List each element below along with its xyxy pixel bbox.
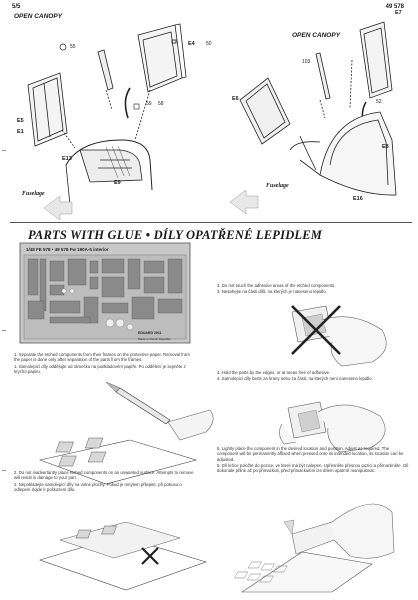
part-number-50: 50 — [206, 41, 212, 47]
fret-title: 1/48 FE 578 • 49 578 Fw 190A-5 interior — [26, 247, 109, 252]
kit-code: 49 578 — [385, 4, 404, 10]
part-label-e6: E6 — [232, 96, 239, 102]
right-section-title: OPEN CANOPY — [292, 32, 341, 39]
edge-mark — [2, 150, 6, 151]
step-3-english: 3. Do not touch the adhesive areas of th… — [217, 283, 336, 288]
fret-maker: EDUARD 2011 — [138, 331, 162, 335]
step-1-english: 1. Separate the etched components from t… — [14, 352, 190, 363]
step-2-english: 2. Do not inadvertantly place etched com… — [14, 470, 194, 481]
part-label-e9: E9 — [114, 180, 121, 186]
step-3-text: 3. Do not touch the adhesive areas of th… — [217, 283, 407, 296]
step-3-czech: 3. Nesahejte na části dílů, na kterých j… — [217, 289, 327, 295]
step-2-czech: 2. Nepokládejte samolepicí díly na volné… — [14, 481, 182, 492]
step-1-czech: 1. Samolepicí díly oddělujte od rámečku … — [14, 363, 186, 374]
fuselage-label-left: Fuselage — [22, 191, 45, 197]
photo-etched-fret: 1/48 FE 578 • 49 578 Fw 190A-5 interior … — [19, 242, 191, 344]
left-section-title: OPEN CANOPY — [14, 13, 63, 20]
right-canopy-diagram — [229, 21, 397, 215]
step-4-text: 4. Hold the parts by the edges, or at ar… — [217, 370, 407, 383]
part-label-e8: E8 — [382, 144, 389, 150]
part-label-e16: E16 — [353, 196, 363, 202]
part-number-52: 52 — [376, 99, 382, 105]
section-divider — [10, 222, 412, 223]
parts-with-glue-banner: PARTS WITH GLUE • DÍLY OPATŘENÉ LEPIDLEM — [28, 228, 323, 242]
part-label-e5: E5 — [17, 118, 24, 124]
part-label-e13: E13 — [62, 156, 72, 162]
edge-mark — [2, 330, 6, 331]
step-2-text: 2. Do not inadvertantly place etched com… — [14, 470, 199, 493]
part-number-55: 55 — [70, 44, 76, 50]
part-number-58: 58 — [158, 101, 164, 107]
step-4-english: 4. Hold the parts by the edges, or at ar… — [217, 370, 331, 375]
part-label-e7: E7 — [395, 10, 402, 16]
step-4-czech: 4. Samolepicí díly berte za hrany nebo z… — [217, 376, 373, 382]
part-label-e1: E1 — [17, 129, 24, 135]
left-canopy-diagram — [27, 23, 187, 221]
step-5-czech: 5. Díl lehce položte do pozice, ve které… — [217, 462, 409, 474]
step-5-illustration — [234, 503, 395, 593]
step-5-text: 5. Lightly place the component in the de… — [217, 446, 409, 474]
step-1-text: 1. Separate the etched components from t… — [14, 352, 196, 375]
part-number-59: 59 — [146, 101, 152, 107]
edge-mark — [2, 470, 6, 471]
fret-made-in: Made in Czech Republic — [138, 337, 171, 341]
step-5-english: 5. Lightly place the component in the de… — [217, 446, 404, 462]
part-number-103: 103 — [302, 59, 311, 65]
step-1-illustration — [38, 381, 214, 485]
fuselage-label-right: Fuselage — [266, 183, 289, 189]
page-number: 5/5 — [12, 4, 21, 10]
step-4-illustration — [279, 401, 386, 453]
part-label-e4: E4 — [188, 41, 195, 47]
step-3-illustration — [291, 305, 387, 367]
step-2-illustration — [39, 521, 207, 591]
